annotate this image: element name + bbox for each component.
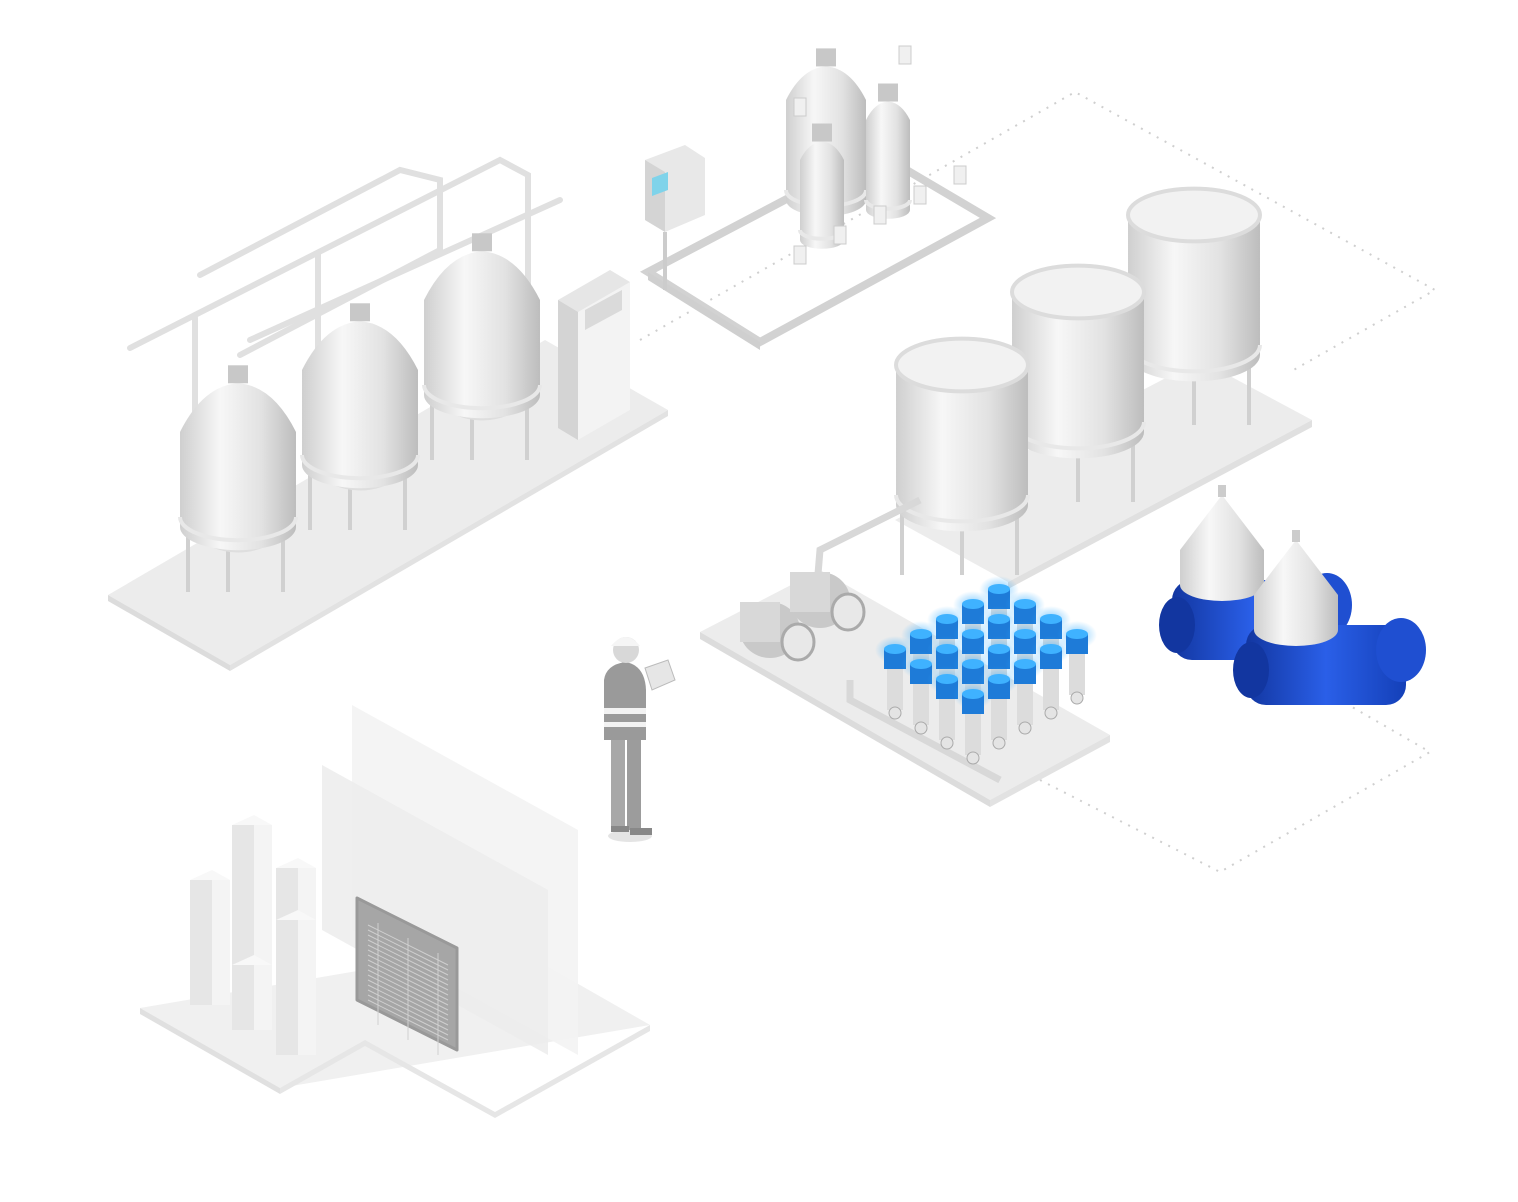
tablet-icon <box>644 659 676 691</box>
control-cabinet-icon <box>558 270 630 440</box>
motor-end <box>1376 618 1426 682</box>
platform-left-edge <box>230 410 668 671</box>
vessel-icon <box>864 83 912 219</box>
valve-icon <box>914 721 928 735</box>
separator-group <box>1159 485 1426 705</box>
tank-body <box>302 370 418 489</box>
platform-right-edge <box>1008 420 1312 589</box>
tank-band <box>300 454 420 481</box>
valve-icon <box>793 245 807 265</box>
valve-icon <box>898 45 912 65</box>
agitator-motor-icon <box>472 233 492 252</box>
pipe-rack <box>127 156 563 433</box>
tank-band <box>178 516 298 543</box>
tank-rim <box>1010 263 1146 321</box>
filter-icon <box>1057 621 1097 705</box>
display-panel <box>322 765 548 1055</box>
tank-body <box>180 432 296 551</box>
tank-dome <box>800 141 844 169</box>
bar-block <box>276 910 316 1055</box>
tank-dome <box>180 383 296 456</box>
valve-icon <box>833 225 847 245</box>
tank-body <box>1012 292 1144 459</box>
tank-body <box>800 160 844 249</box>
separator-icon <box>1233 530 1426 705</box>
agitator-motor-icon <box>350 303 370 322</box>
storage-tank-area <box>700 186 1312 807</box>
agitator-motor-icon <box>812 123 832 142</box>
bar-block <box>190 870 230 1005</box>
valve-icon <box>992 736 1006 750</box>
valve-icon <box>1044 706 1058 720</box>
worker-icon <box>604 637 676 842</box>
storage-tank-icon <box>1010 263 1146 502</box>
tank-band <box>864 199 912 211</box>
data-board-icon <box>355 896 459 1055</box>
tank-rim <box>1126 186 1262 244</box>
bar-block <box>232 955 272 1030</box>
tank-rim <box>894 336 1030 394</box>
agitator-motor-icon <box>816 48 836 67</box>
filter-icon <box>875 636 915 720</box>
mixing-tank-area <box>108 156 668 671</box>
tank-band <box>422 384 542 411</box>
tank-body <box>866 120 910 219</box>
storage-tank-icon <box>894 336 1030 575</box>
control-box-icon <box>645 145 705 290</box>
tank-body <box>1128 215 1260 382</box>
valve-icon <box>1070 691 1084 705</box>
valve-icon <box>940 736 954 750</box>
tank-body <box>896 365 1028 532</box>
storage-tank-icon <box>1126 186 1262 425</box>
processing-skid <box>639 45 997 350</box>
valve-icon <box>1018 721 1032 735</box>
valve-icon <box>793 97 807 117</box>
valve-icon <box>966 751 980 765</box>
tank-body <box>424 300 540 419</box>
agitator-motor-icon <box>228 365 248 384</box>
platform-left-edge <box>108 595 230 671</box>
separator-bowl <box>1254 540 1338 646</box>
tank-dome <box>302 321 418 394</box>
valve-icon <box>888 706 902 720</box>
platform-pumps-edge <box>700 632 990 807</box>
tank-dome <box>424 251 540 324</box>
pump-icon <box>790 572 866 632</box>
separator-bowl <box>1180 495 1264 601</box>
pump-icon <box>740 602 816 662</box>
vessel-icon <box>798 123 846 249</box>
mixing-tank-icon <box>422 233 542 460</box>
valve-icon <box>953 165 967 185</box>
valve-icon <box>873 205 887 225</box>
tank-dome <box>866 101 910 129</box>
mixing-tank-icon <box>300 303 420 530</box>
valve-icon <box>913 185 927 205</box>
analytics-area <box>140 705 650 1118</box>
dotted-zone-outline <box>639 90 1438 874</box>
agitator-motor-icon <box>878 83 898 102</box>
mixing-tank-icon <box>178 365 298 592</box>
